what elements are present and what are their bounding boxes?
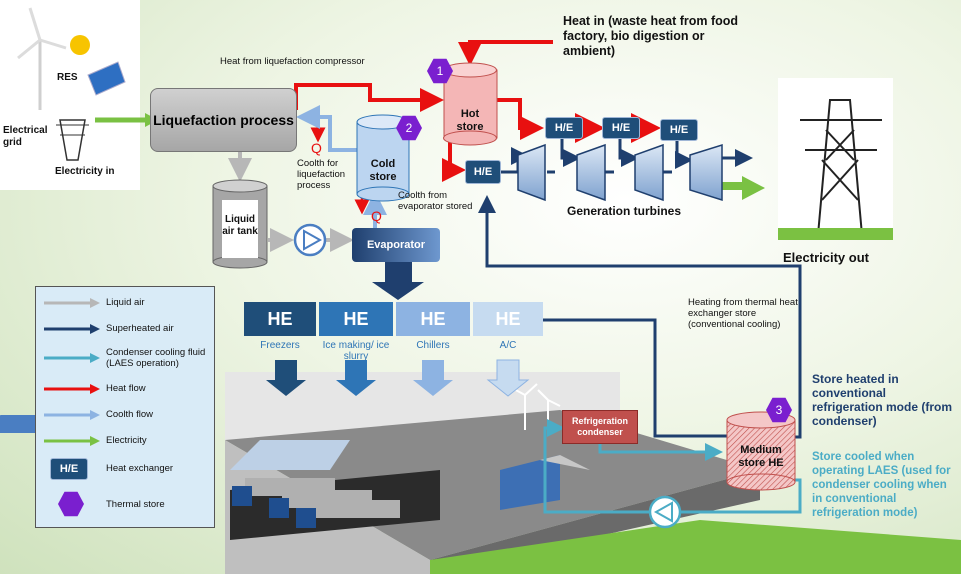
heat-exchanger-1: H/E [545,117,583,139]
liquid-air-tank-label: Liquid air tank [222,214,258,237]
electricity-in-label: Electricity in [55,166,115,177]
store-heated-note: Store heated in conventional refrigerati… [812,372,953,428]
he-ice-making: HE [319,302,393,336]
source-panel [0,0,140,190]
electricity-out-label: Electricity out [783,250,869,265]
turbine-2 [576,143,606,202]
legend-label: Heat exchanger [106,463,174,474]
legend-item-liquid-air: Liquid air [36,293,214,313]
heat-exchanger-3: H/E [660,119,698,141]
legend-item-electricity: Electricity [36,431,214,451]
he-chillers: HE [396,302,470,336]
q-label-1: Q [311,140,322,156]
liquid-air-tank [212,179,268,269]
coolth-liquefaction-label: Coolth for liquefaction process [297,158,346,191]
liquefaction-process-box: Liquefaction process [150,88,297,152]
thermal-store-marker-1: 1 [427,58,453,84]
hot-store-label: Hot store [456,108,484,133]
legend-label: Electricity [106,435,147,446]
medium-store-cylinder [726,411,796,491]
res-label: RES [57,72,78,83]
legend-item-condenser-fluid: Condenser cooling fluid (LAES operation) [36,345,214,371]
he-ac: HE [473,302,543,336]
store-cooled-note: Store cooled when operating LAES (used f… [812,451,951,519]
heat-in-label: Heat in (waste heat from food factory, b… [563,14,739,58]
heat-from-compressor-label: Heat from liquefaction compressor [220,56,365,67]
hot-store-cylinder [443,62,498,146]
evaporator-box: Evaporator [352,228,440,262]
legend-item-coolth-flow: Coolth flow [36,405,214,425]
consumer-ac: A/C [499,340,517,351]
consumer-chillers: Chillers [416,340,450,351]
legend-item-heat-flow: Heat flow [36,379,214,399]
heat-exchanger-2: H/E [602,117,640,139]
pylon-illustration [778,78,893,240]
turbine-1 [517,143,546,202]
consumer-freezers: Freezers [260,340,300,351]
refrigeration-condenser-box: Refrigeration condenser [562,410,638,444]
consumer-ice-making: Ice making/ ice slurry [322,340,390,362]
heat-exchanger-4: H/E [465,160,501,184]
legend-label: Thermal store [106,499,165,510]
trucks [232,478,400,528]
legend-label: Heat flow [106,383,146,394]
thermal-store-marker-2: 2 [396,115,422,141]
legend-label: Liquid air [106,297,145,308]
electrical-grid-label: Electrical grid [3,125,48,148]
he-freezers: HE [244,302,316,336]
refrigeration-condenser-label: Refrigeration condenser [571,416,628,437]
legend-label: Superheated air [106,323,174,334]
legend-label: Coolth flow [106,409,153,420]
cold-store-label: Cold store [369,158,397,183]
coolth-evaporator-label: Coolth from evaporator stored [398,190,473,212]
building-wind-turbines [511,383,561,432]
turbine-4 [689,143,723,202]
medium-store-label: Medium store HE [738,444,784,469]
pump-1 [293,223,327,257]
res-illustration [17,7,126,161]
legend-item-heat-exchanger: H/E Heat exchanger [36,457,214,481]
heating-note: Heating from thermal heat exchanger stor… [688,297,798,330]
legend-label: Condenser cooling fluid (LAES operation) [106,347,206,369]
generation-turbines-label: Generation turbines [567,204,682,218]
turbine-3 [634,143,664,202]
legend-item-superheated-air: Superheated air [36,319,214,339]
liquefaction-process-label: Liquefaction process [153,112,294,128]
legend: Liquid air Superheated air Condenser coo… [35,286,215,528]
evaporator-label: Evaporator [366,239,426,251]
legend-he-swatch: H/E [50,458,88,480]
legend-thermal-store-swatch [58,491,84,517]
legend-item-thermal-store: Thermal store [36,491,214,519]
q-label-2: Q [371,208,382,224]
